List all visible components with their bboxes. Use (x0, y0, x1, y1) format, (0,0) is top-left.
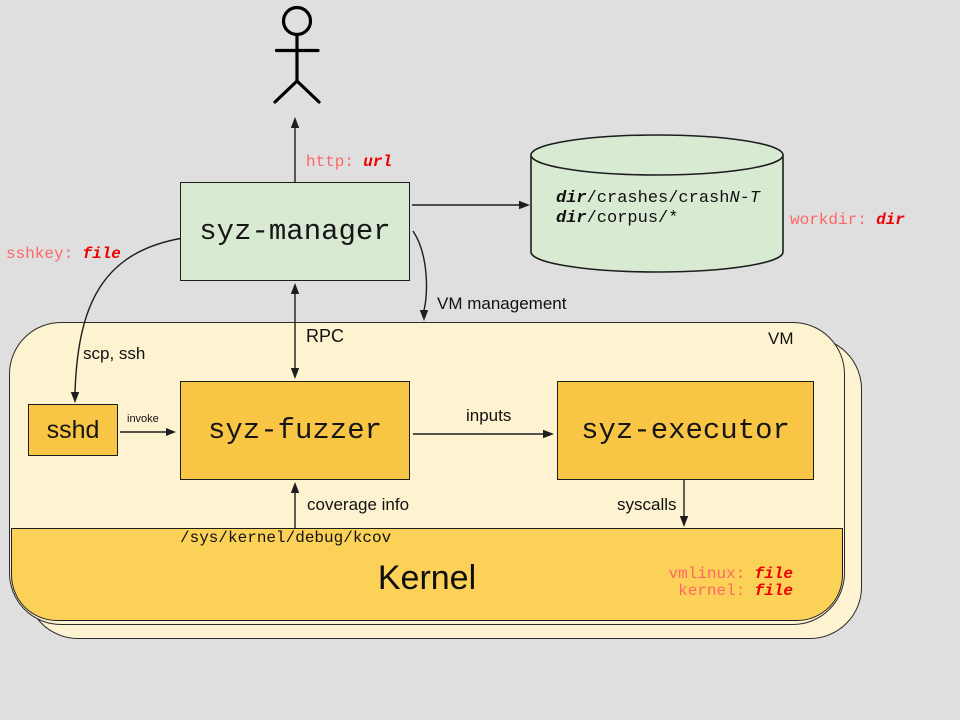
workdir-arrow (412, 200, 530, 210)
storage-corpus-path: dir/corpus/* (556, 209, 679, 228)
vm-management-label: VM management (437, 294, 567, 313)
node-sshd: sshd (28, 404, 118, 456)
invoke-label: invoke (127, 413, 159, 425)
syscalls-label: syscalls (617, 495, 677, 514)
kernel-config-labels: vmlinux:file kernel:file (669, 566, 793, 600)
inputs-label: inputs (466, 406, 512, 425)
storage-paths: dir/crashes/crashN-T dir/corpus/* (556, 189, 760, 229)
kernel-label: Kernel (377, 559, 477, 597)
vmlinux-label: vmlinux:file (668, 565, 793, 583)
scp-ssh-label: scp, ssh (83, 344, 146, 363)
user-actor-icon (273, 5, 321, 104)
workdir-label: workdir:dir (790, 211, 905, 229)
rpc-label: RPC (306, 326, 345, 346)
node-syz-manager: syz-manager (180, 182, 410, 281)
node-syz-executor: syz-executor (557, 381, 814, 480)
vm-management-arrow (412, 230, 429, 321)
kcov-path-label: /sys/kernel/debug/kcov (180, 529, 392, 547)
coverage-info-label: coverage info (307, 495, 410, 514)
kernel-box (11, 528, 843, 621)
http-url-label: http:url (306, 153, 393, 171)
kernel-file-label: kernel:file (678, 582, 793, 600)
node-syz-fuzzer: syz-fuzzer (180, 381, 410, 480)
http-arrow (290, 117, 300, 182)
vm-label: VM (768, 329, 794, 348)
sshkey-label: sshkey:file (6, 245, 121, 263)
storage-crashes-path: dir/crashes/crashN-T (556, 189, 761, 208)
